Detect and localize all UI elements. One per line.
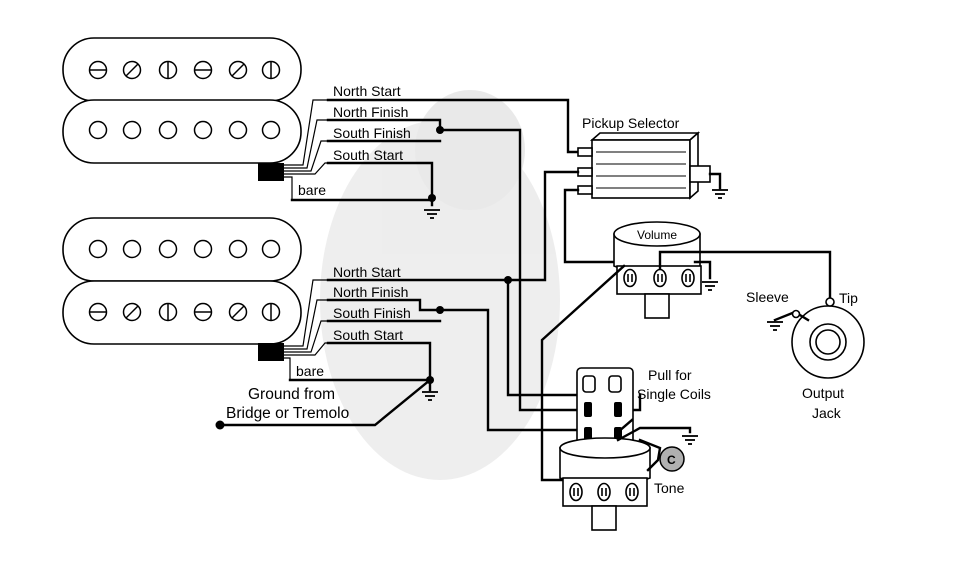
tone-shaft <box>591 505 617 531</box>
bridge-lead-label: North Finish <box>333 284 408 300</box>
neck-lead-label: North Finish <box>333 104 408 120</box>
jack-tip-label: Tip <box>839 290 858 306</box>
neck-leads <box>290 98 642 412</box>
jack-label-line2: Jack <box>812 405 842 421</box>
pushpull-label-line2: Single Coils <box>637 386 711 402</box>
tone-label: Tone <box>654 480 685 496</box>
bridge-lead-fan <box>284 279 328 380</box>
bridge-cable-jacket <box>258 343 284 361</box>
jack-label-line1: Output <box>802 385 844 401</box>
background-watermark <box>320 90 560 480</box>
capacitor-icon: C <box>659 446 685 472</box>
volume-shaft <box>644 293 670 319</box>
neck-lead-label: South Finish <box>333 125 411 141</box>
capacitor-symbol: C <box>667 453 676 467</box>
bridge-bare-label: bare <box>296 363 324 379</box>
volume-label: Volume <box>637 228 677 242</box>
bridge-lead-label: North Start <box>333 264 401 280</box>
output-jack <box>766 297 865 379</box>
neck-coil-bottom <box>62 99 302 164</box>
neck-lead-label: South Start <box>333 147 403 163</box>
selector-label: Pickup Selector <box>582 115 680 131</box>
push-pull-tone-pot <box>559 367 699 531</box>
neck-lead-label: North Start <box>333 83 401 99</box>
bridge-coil-bottom <box>62 280 302 345</box>
ground-note-line1: Ground from <box>248 386 335 403</box>
ground-note-line2: Bridge or Tremolo <box>226 405 349 422</box>
jack-sleeve-label: Sleeve <box>746 289 789 305</box>
neck-humbucker <box>62 37 302 181</box>
volume-pot: Volume <box>540 221 832 482</box>
bridge-lead-label: South Finish <box>333 305 411 321</box>
pushpull-label-line1: Pull for <box>648 367 692 383</box>
pickup-selector-switch <box>577 131 729 200</box>
bridge-lead-label: South Start <box>333 327 403 343</box>
bridge-humbucker <box>62 217 302 361</box>
selector-wiring <box>506 170 622 282</box>
neck-bare-label: bare <box>298 182 326 198</box>
neck-cable-jacket <box>258 163 284 181</box>
neck-lead-fan <box>284 99 328 200</box>
